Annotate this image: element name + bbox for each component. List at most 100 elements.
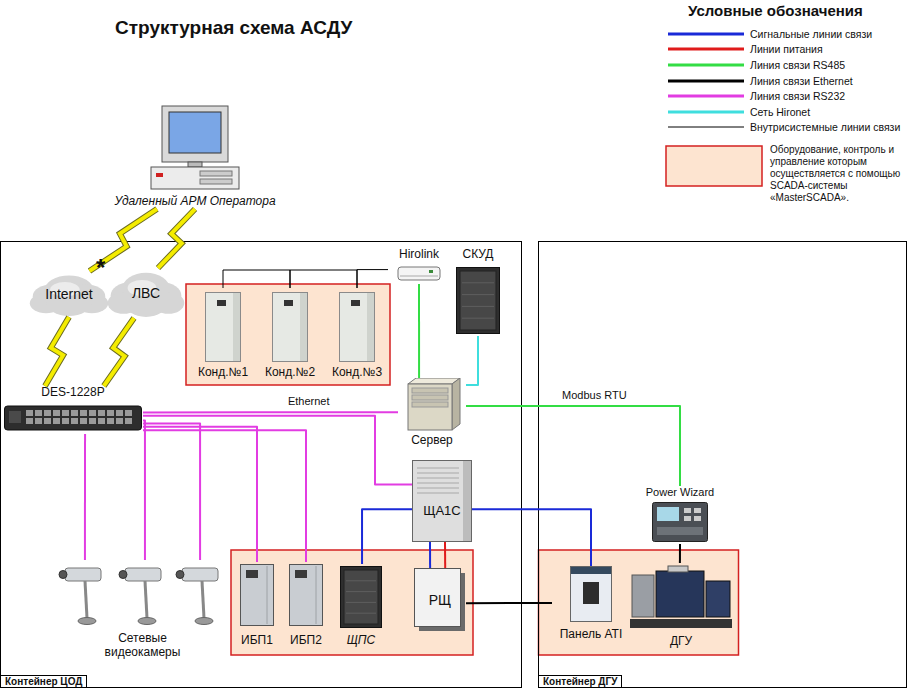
equipment-node: ЛВС [106,268,186,318]
node-label: Сервер [398,434,466,448]
server-front [408,384,452,430]
camera-mount [85,581,87,618]
ac-illustration [339,292,375,362]
legend-text: Сеть Hironet [750,105,810,119]
legend-item: Линия связи RS232 [660,89,918,103]
rack-illustration [456,267,500,334]
cabinet-illustration [412,460,472,542]
equipment-node: DES-1228P [3,386,143,434]
node-label: СКУД [450,248,506,262]
ati-body [571,567,612,622]
equipment-node: Сетевые видеокамеры [55,560,230,660]
wireless-link-outline [45,317,69,386]
connection-line [143,423,200,560]
switch-port [71,418,78,424]
camera-base [195,618,213,625]
connection-line [84,434,86,560]
switch-port [26,410,33,416]
rack-shelf [346,613,376,614]
network-camera [119,568,161,625]
monitor-frame [162,106,228,162]
node-label: Панель ATI [552,628,630,642]
rack-shelf [462,282,494,283]
router-body [398,267,440,280]
equipment-node: ДГУ [626,563,736,649]
switch-port [26,418,33,424]
switch-port [125,418,132,424]
switch-port [53,418,60,424]
node-label: РЩ [414,592,466,608]
camera-base [78,618,96,625]
genset-radiator [632,575,654,617]
equipment-node: ЩА1С [412,460,472,542]
cabinet-body [413,461,472,542]
connection-line [466,406,680,486]
legend-sample [666,74,746,88]
legend-item: Сигнальные линии связи [660,27,918,41]
rack-body [341,567,382,628]
switch-port [35,418,42,424]
controller-keys [657,527,703,535]
ups-body [241,565,274,626]
rack-shelf [462,318,494,319]
ac-illustration [205,292,241,362]
sw-illustration [4,404,142,432]
equipment-node: Панель ATI [552,566,630,642]
genset-engine [656,571,704,617]
connection-line [143,416,412,485]
camera-body [182,568,218,581]
switch-port [107,410,114,416]
equipment-node: Конд.№3 [326,288,388,380]
scada-group-area [186,284,390,385]
camera-lens [59,571,67,579]
cabinet-vent [417,488,459,489]
switch-port [125,410,132,416]
cams-illustration [55,560,230,628]
cabinet-vent [417,493,459,494]
legend-text: Оборудование, контроль и управление кото… [770,144,915,204]
power-led [156,173,163,177]
legend-sample [666,105,746,119]
legend-line-sample [668,127,744,128]
switch-port [71,410,78,416]
connection-line [357,270,388,288]
connection-line [418,284,420,378]
legend-text: Линия связи RS232 [750,89,845,103]
camera-mount [145,581,147,618]
controller-button [694,508,701,513]
switch-port [80,410,87,416]
node-label: Конд.№1 [192,366,254,380]
node-label: Удаленный АРМ Оператора [100,195,290,209]
legend-text: Линии питания [750,42,823,56]
legend-sample [666,42,746,56]
legend-swatch [666,146,762,186]
connection-line [143,430,306,562]
node-label: Power Wizard [638,486,722,499]
switch-port [53,410,60,416]
pw-illustration [652,502,708,542]
legend-text: Внутрисистемные линии связи [750,120,900,134]
diagram-title: Структурная схема АСДУ [115,17,352,39]
ups-illustration [289,564,323,626]
connection-line [143,421,145,560]
legend-line-sample [668,80,744,83]
legend-sample [666,120,746,134]
node-label: ЛВС [106,285,186,301]
ac-unit-display [217,300,226,306]
ac-unit-body [340,293,375,362]
container-box: Контейнер ДГУPower WizardПанель ATIДГУ [538,241,907,688]
legend-item: Линии питания [660,42,918,56]
controller-body [653,503,708,542]
server-top [408,378,460,384]
ac-illustration [272,292,308,362]
equipment-node: Сервер [398,378,466,448]
ups-panel [295,570,307,578]
controller-button [694,516,701,521]
genset-filter [668,566,688,572]
rack-illustration [340,566,382,628]
legend-line-sample [668,95,744,98]
legend-sample [666,89,746,103]
connection-line [290,270,357,288]
ac-unit-display [351,300,360,306]
